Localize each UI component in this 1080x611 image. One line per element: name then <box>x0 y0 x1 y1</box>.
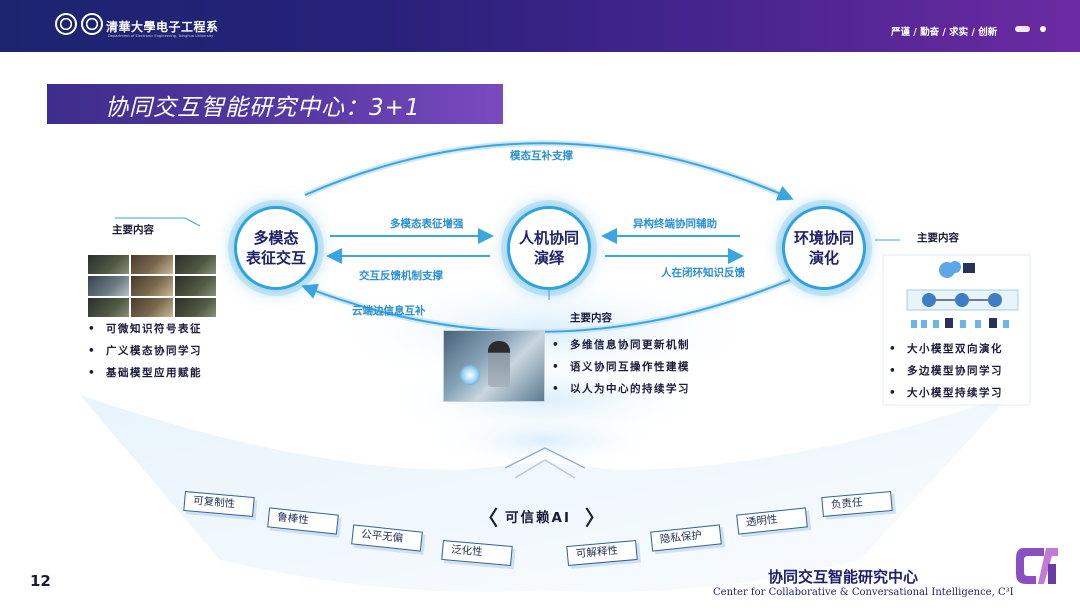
thumbnail <box>88 276 130 296</box>
node-multimodal: 多模态表征交互 <box>234 206 318 290</box>
list-item: 大小模型双向演化 <box>887 338 1003 360</box>
list-item: 以人为中心的持续学习 <box>550 378 690 400</box>
middle-panel-list: 多维信息协同更新机制 语义协同互操作性建模 以人为中心的持续学习 <box>550 334 690 400</box>
trustworthy-ai-title: 可信赖AI <box>505 510 571 526</box>
chevron-right-icon: 〉 <box>585 506 605 530</box>
department-name: 清華大學电子工程系 <box>106 20 219 34</box>
department-seal-icon <box>81 13 103 35</box>
slide-title: 协同交互智能研究中心：3+1 <box>105 95 421 121</box>
list-item: 语义协同互操作性建模 <box>550 356 690 378</box>
header-bar <box>0 0 1080 52</box>
thumbnail <box>88 255 130 275</box>
list-item: 大小模型持续学习 <box>887 382 1003 404</box>
right-panel-list: 大小模型双向演化 多边模型协同学习 大小模型持续学习 <box>887 338 1003 404</box>
person-figure-icon <box>488 341 510 387</box>
department-subtitle: Department of Electronic Engineering, Ts… <box>108 34 214 38</box>
list-item: 广义模态协同学习 <box>86 340 202 362</box>
right-panel-label: 主要内容 <box>917 232 959 244</box>
center-name-cn: 协同交互智能研究中心 <box>768 568 919 586</box>
hologram-orb-icon <box>460 365 480 385</box>
left-panel-list: 可微知识符号表征 广义模态协同学习 基础模型应用赋能 <box>86 318 202 384</box>
node-multimodal-line2: 表征交互 <box>245 249 306 267</box>
video-thumbnail-grid <box>88 255 216 317</box>
edge-label-left-back: 交互反馈机制支撑 <box>359 270 443 282</box>
thumbnail <box>88 297 130 317</box>
edge-label-top-arc: 模态互补支撑 <box>510 150 573 162</box>
node-environment-line2: 演化 <box>808 249 839 267</box>
chevron-left-icon: 〈 <box>478 506 498 530</box>
thumbnail <box>131 276 173 296</box>
slide-indicator-pill <box>1015 26 1030 32</box>
edge-label-right-back: 人在闭环知识反馈 <box>661 267 745 279</box>
left-panel-label: 主要内容 <box>112 224 154 236</box>
list-item: 多边模型协同学习 <box>887 360 1003 382</box>
node-human-machine: 人机协同演绎 <box>507 206 591 290</box>
thumbnail <box>174 297 216 317</box>
c3i-logo-icon <box>1016 548 1058 584</box>
node-environment: 环境协同演化 <box>782 206 866 290</box>
thumbnail <box>131 297 173 317</box>
thumbnail <box>174 276 216 296</box>
edge-label-right-forward: 异构终端协同辅助 <box>633 218 717 230</box>
slide-indicator-dot <box>1040 26 1046 32</box>
edge-label-left-forward: 多模态表征增强 <box>390 218 464 230</box>
title-banner <box>47 84 503 124</box>
node-human-machine-line2: 演绎 <box>533 249 564 267</box>
edge-cloud-network-icon <box>906 261 1019 328</box>
list-item: 基础模型应用赋能 <box>86 362 202 384</box>
list-item: 多维信息协同更新机制 <box>550 334 690 356</box>
motto-text: 严谨 / 勤奋 / 求实 / 创新 <box>891 27 998 38</box>
edge-label-bottom-arc: 云端边信息互补 <box>352 305 426 317</box>
node-multimodal-line1: 多模态 <box>253 229 299 247</box>
middle-panel-label: 主要内容 <box>570 312 612 324</box>
thumbnail <box>131 255 173 275</box>
thumbnail <box>174 255 216 275</box>
list-item: 可微知识符号表征 <box>86 318 202 340</box>
university-seal-icon <box>55 13 77 35</box>
center-name-en: Center for Collaborative & Conversationa… <box>713 587 1014 598</box>
node-human-machine-line1: 人机协同 <box>518 229 579 247</box>
node-environment-line1: 环境协同 <box>793 229 854 247</box>
page-number: 12 <box>30 572 51 590</box>
